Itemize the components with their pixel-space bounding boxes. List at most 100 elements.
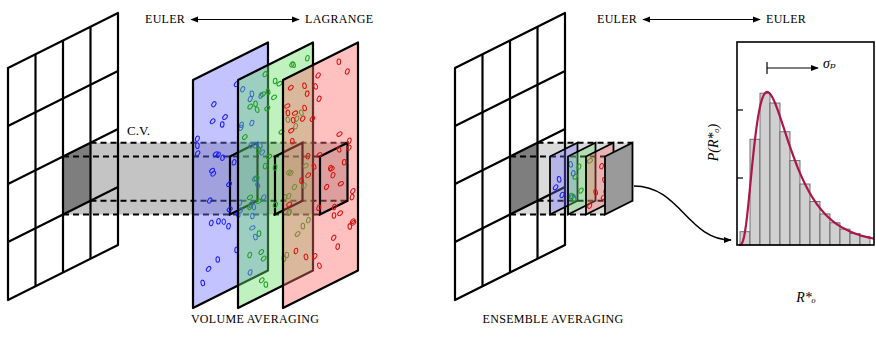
particle xyxy=(260,91,267,97)
particle xyxy=(332,213,336,219)
histogram-bar xyxy=(790,161,800,245)
particle xyxy=(305,91,309,97)
histogram-bar xyxy=(770,103,780,245)
particle xyxy=(348,224,352,230)
particle xyxy=(209,220,214,226)
particle xyxy=(332,204,337,210)
particle xyxy=(222,219,226,225)
title-arrows xyxy=(191,19,760,20)
particle xyxy=(288,128,295,134)
particle xyxy=(247,194,254,200)
text-label: σₚ xyxy=(823,56,836,71)
particle xyxy=(587,202,592,209)
particle xyxy=(304,254,309,260)
particle xyxy=(220,121,224,127)
particle xyxy=(300,178,304,184)
text-label: C.V. xyxy=(127,123,150,138)
particle xyxy=(216,257,220,263)
particle xyxy=(599,163,604,169)
particle xyxy=(216,218,220,224)
double-arrow xyxy=(191,19,299,20)
particle xyxy=(207,197,213,204)
particle xyxy=(289,61,295,68)
text-label: ENSEMBLE AVERAGING xyxy=(483,312,624,327)
pdf-curve xyxy=(739,92,874,245)
particle xyxy=(242,134,248,141)
particle xyxy=(331,234,337,241)
control-volume-end xyxy=(605,143,633,215)
particle xyxy=(300,115,306,122)
particle xyxy=(266,154,273,160)
particle xyxy=(226,223,230,229)
particle xyxy=(330,172,335,178)
text-label: P(R*ₒ) xyxy=(707,123,722,160)
particle xyxy=(263,163,268,169)
axis-tick xyxy=(737,177,743,178)
particle xyxy=(552,184,558,191)
histogram-bar xyxy=(750,139,760,245)
particle xyxy=(284,103,291,109)
text-label: VOLUME AVERAGING xyxy=(191,312,319,327)
particle xyxy=(338,181,345,187)
particle xyxy=(256,147,261,153)
particle xyxy=(195,135,200,142)
particle xyxy=(305,172,311,179)
particle xyxy=(302,105,307,111)
particle xyxy=(336,131,343,137)
text-label: LAGRANGE xyxy=(305,12,373,27)
particle xyxy=(209,118,215,125)
particle xyxy=(226,181,233,187)
particle xyxy=(216,152,221,158)
particle xyxy=(312,253,318,260)
particle xyxy=(286,201,293,207)
particle xyxy=(262,71,268,78)
particle xyxy=(195,143,199,149)
pointer-arrow xyxy=(634,186,731,240)
particle xyxy=(288,84,295,90)
particle xyxy=(557,176,561,182)
text-label: EULER xyxy=(597,12,637,27)
particle xyxy=(194,150,200,157)
particle xyxy=(313,83,318,89)
particle xyxy=(569,193,573,199)
particle xyxy=(312,163,317,169)
particle xyxy=(337,59,341,65)
particle xyxy=(264,282,268,288)
grid-line xyxy=(8,71,118,126)
particle xyxy=(286,110,290,116)
particle xyxy=(350,188,356,195)
particle xyxy=(273,164,277,170)
text-label: EULER xyxy=(766,12,806,27)
particle xyxy=(315,72,321,79)
particle xyxy=(259,277,265,284)
particle xyxy=(328,165,333,171)
control-volume-window xyxy=(320,143,348,215)
particle xyxy=(247,252,252,258)
particle xyxy=(572,173,578,180)
particle-plane xyxy=(283,43,358,309)
particle xyxy=(342,159,346,165)
ensemble-averaging-figure xyxy=(455,13,731,300)
particle xyxy=(200,280,205,286)
particle xyxy=(260,255,266,262)
particle xyxy=(593,189,598,195)
particle xyxy=(577,164,582,170)
text-label: EULER xyxy=(145,12,185,27)
grid-line xyxy=(455,71,565,126)
control-volume-edge xyxy=(510,214,605,216)
particle xyxy=(347,138,352,144)
pdf-plot xyxy=(737,42,874,245)
particle xyxy=(350,194,355,200)
particle xyxy=(264,105,271,111)
spread-arrow xyxy=(767,67,818,68)
particle xyxy=(578,187,584,194)
particle xyxy=(328,166,335,172)
particle xyxy=(247,204,253,211)
particle xyxy=(316,96,322,103)
particle xyxy=(346,144,352,151)
grid-line xyxy=(8,245,118,300)
axis-tick xyxy=(737,109,743,110)
histogram-bar xyxy=(760,93,770,245)
